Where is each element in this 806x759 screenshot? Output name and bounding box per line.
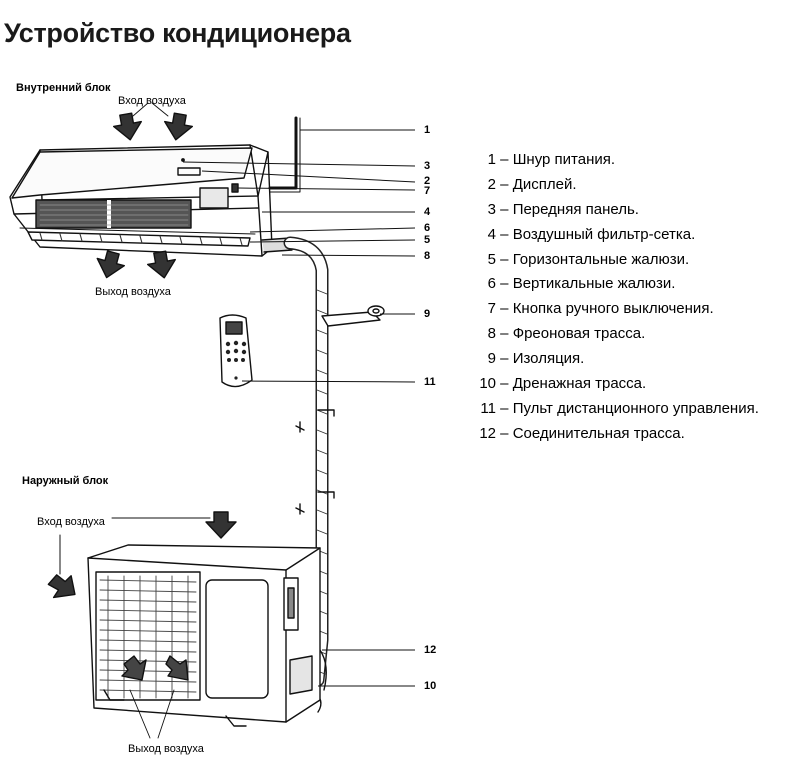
legend-num: 6 — [487, 275, 496, 293]
legend-item: 6 – Вертикальные жалюзи. — [460, 272, 759, 297]
screw-icon — [295, 503, 305, 515]
indoor-air-out-label: Выход воздуха — [95, 286, 171, 298]
legend-sep: – — [500, 300, 509, 318]
manual-button-icon — [231, 183, 239, 193]
callout-2: 2 — [424, 175, 431, 187]
legend-text: Соединительная трасса. — [512, 424, 685, 442]
outdoor-air-out-arrows — [121, 655, 189, 681]
legend-text: Дренажная трасса. — [512, 375, 647, 393]
legend-text: Изоляция. — [512, 350, 585, 368]
page-title: Устройство кондиционера — [4, 18, 351, 48]
legend-text: Дисплей. — [512, 175, 577, 193]
remote-control — [219, 314, 253, 388]
indoor-air-out-arrows — [96, 250, 176, 279]
legend-text: Шнур питания. — [512, 151, 616, 168]
legend-sep: – — [500, 175, 509, 193]
legend-list: 1 – Шнур питания. 2 – Дисплей. 3 – Перед… — [460, 148, 759, 447]
callout-6: 6 — [424, 222, 431, 234]
legend-num: 1 — [487, 151, 496, 168]
legend-sep: – — [500, 350, 509, 368]
legend-num: 5 — [487, 250, 496, 268]
legend-item: 8 – Фреоновая трасса. — [460, 322, 759, 347]
power-cord — [268, 116, 298, 190]
legend-num: 11 — [480, 399, 496, 417]
legend-text: Горизонтальные жалюзи. — [512, 250, 690, 268]
legend-item: 4 – Воздушный фильтр-сетка. — [460, 223, 759, 248]
callout-7: 7 — [424, 185, 431, 197]
air-in-pointer — [132, 102, 169, 117]
legend-item: 2 – Дисплей. — [460, 173, 759, 198]
callout-4: 4 — [424, 206, 431, 218]
indoor-air-in-label: Вход воздуха — [118, 95, 186, 107]
outdoor-air-in-arrows — [47, 511, 237, 599]
callout-10: 10 — [424, 680, 437, 692]
legend-text: Кнопка ручного выключения. — [512, 300, 714, 318]
callout-1: 1 — [424, 124, 431, 136]
legend-item: 11 – Пульт дистанционного управления. — [460, 397, 759, 422]
legend-num: 7 — [487, 300, 496, 318]
indoor-air-in-arrows — [112, 112, 194, 141]
indoor-unit-label: Внутренний блок — [16, 82, 111, 94]
legend-text: Передняя панель. — [512, 200, 639, 218]
legend-num: 3 — [487, 200, 496, 218]
screw-icon — [295, 421, 305, 433]
legend-sep: – — [500, 399, 509, 417]
callout-9: 9 — [424, 308, 431, 320]
display-icon — [177, 167, 201, 176]
legend-num: 12 — [479, 424, 496, 442]
outdoor-air-out-label: Выход воздуха — [128, 743, 204, 755]
legend-item: 12 – Соединительная трасса. — [460, 422, 759, 447]
legend-text: Пульт дистанционного управления. — [512, 399, 759, 417]
legend-sep: – — [500, 424, 509, 442]
legend-item: 10 – Дренажная трасса. — [460, 372, 759, 397]
callout-11: 11 — [424, 376, 436, 388]
legend-num: 8 — [487, 325, 496, 343]
legend-sep: – — [500, 275, 509, 293]
legend-item: 5 – Горизонтальные жалюзи. — [460, 248, 759, 273]
legend-sep: – — [500, 225, 509, 243]
outdoor-air-in-label: Вход воздуха — [37, 516, 105, 528]
legend-num: 4 — [487, 225, 496, 243]
callout-8: 8 — [424, 250, 431, 262]
outdoor-unit — [87, 544, 321, 727]
legend-sep: – — [500, 375, 509, 393]
legend-sep: – — [500, 151, 509, 168]
callout-12: 12 — [424, 644, 437, 656]
legend-sep: – — [500, 325, 509, 343]
legend-item: 1 – Шнур питания. — [460, 148, 759, 173]
legend-item: 3 – Передняя панель. — [460, 198, 759, 223]
legend-sep: – — [500, 200, 509, 218]
outdoor-unit-label: Наружный блок — [22, 475, 109, 487]
legend-text: Фреоновая трасса. — [512, 325, 646, 343]
legend-text: Воздушный фильтр-сетка. — [512, 225, 696, 243]
legend-item: 9 – Изоляция. — [460, 347, 759, 372]
legend-num: 10 — [479, 375, 496, 393]
legend-sep: – — [500, 250, 509, 268]
legend-num: 2 — [487, 175, 496, 193]
legend-num: 9 — [487, 350, 496, 368]
legend-text: Вертикальные жалюзи. — [512, 275, 676, 293]
legend-item: 7 – Кнопка ручного выключения. — [460, 297, 759, 322]
callout-3: 3 — [424, 160, 431, 172]
piping — [283, 236, 385, 713]
indoor-unit — [9, 144, 293, 257]
callout-5: 5 — [424, 234, 431, 246]
callouts — [182, 129, 416, 687]
